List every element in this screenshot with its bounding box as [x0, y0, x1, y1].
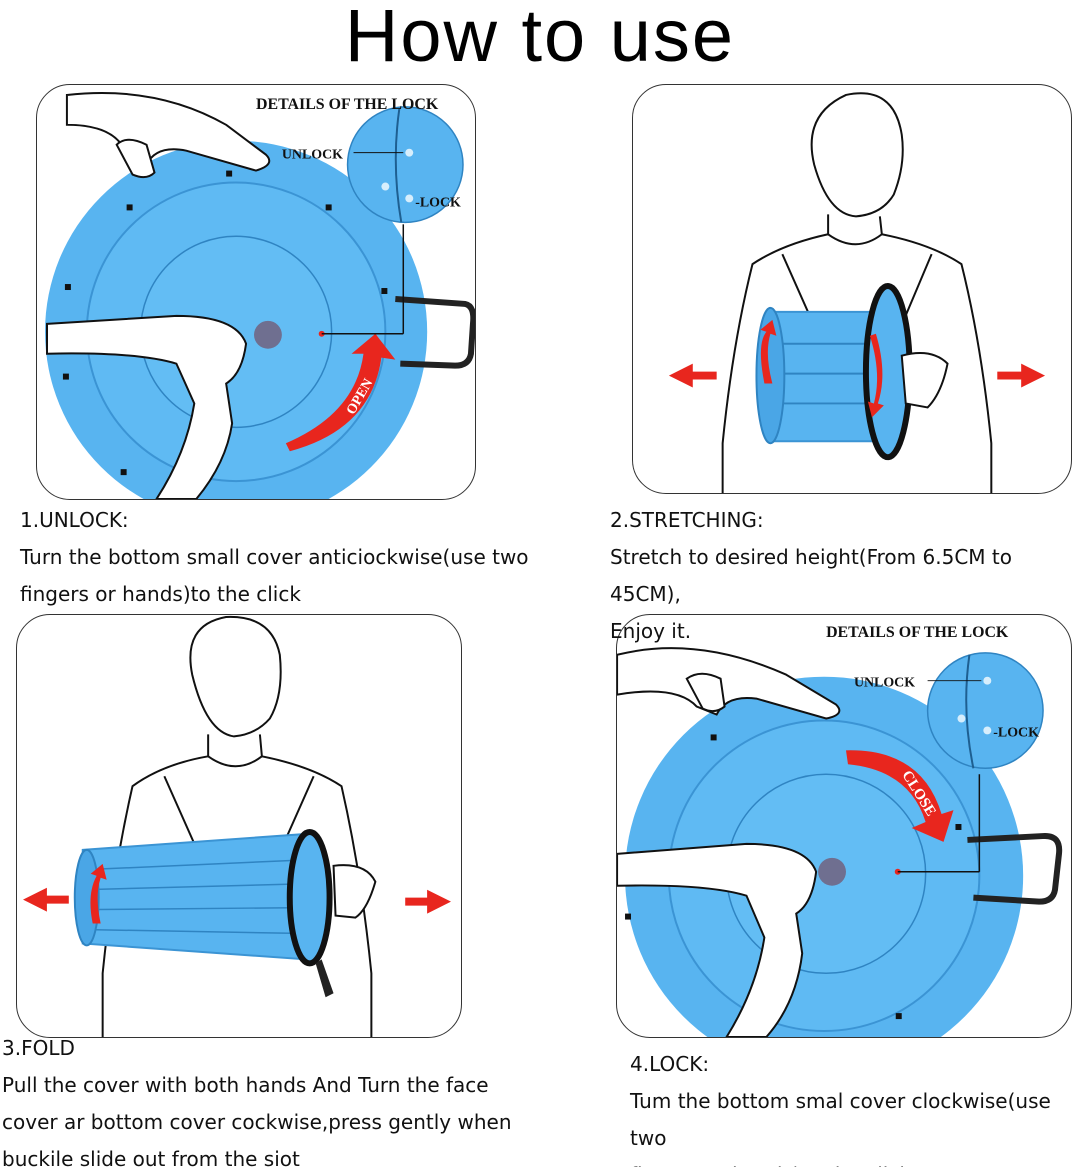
- left-arrow: [23, 887, 69, 912]
- step-2-heading: 2.STRETCHING:: [610, 508, 764, 532]
- hand-outline: [617, 647, 841, 720]
- lock-detail-zoom: [926, 652, 1044, 770]
- step-2-caption: 2.STRETCHING: Stretch to desired height(…: [610, 502, 1080, 650]
- unlock-label: UNLOCK: [854, 676, 915, 691]
- hand-outline: [332, 864, 377, 919]
- right-arrow: [997, 363, 1046, 388]
- step-1-line-1: Turn the bottom small cover anticiockwis…: [20, 545, 529, 569]
- lock-details-title: DETAILS OF THE LOCK: [256, 96, 439, 113]
- right-arrow: [405, 889, 451, 914]
- step-4-heading: 4.LOCK:: [630, 1052, 710, 1076]
- unlock-label: UNLOCK: [282, 148, 343, 163]
- step-4-line-1: Tum the bottom smal cover clockwise(use …: [630, 1089, 1051, 1150]
- lock-illustration: CLOSE DETAILS OF THE LOCK UNLOCK -LOCK: [617, 624, 1063, 1037]
- lock-detail-zoom: [346, 106, 464, 224]
- stool-handle: [967, 832, 1063, 905]
- step-3-caption: 3.FOLD Pull the cover with both hands An…: [2, 1030, 562, 1167]
- page-title: How to use: [344, 0, 736, 77]
- lock-label: -LOCK: [993, 725, 1039, 740]
- step-3-heading: 3.FOLD: [2, 1036, 75, 1060]
- step-4-illustration: CLOSE DETAILS OF THE LOCK UNLOCK -LOCK: [616, 614, 1072, 1038]
- hand-turning-outline: [46, 314, 248, 499]
- close-arrow: [845, 750, 954, 842]
- step-1-caption: 1.UNLOCK: Turn the bottom small cover an…: [20, 502, 600, 613]
- left-arrow: [668, 363, 717, 388]
- open-arrow: [285, 333, 396, 452]
- step-4-line-2: fingers or hands)to the click: [630, 1157, 1080, 1167]
- stretching-illustration: [668, 92, 1046, 493]
- step-3-line-3: buckile slide out from the siot: [2, 1147, 300, 1167]
- hand-outline: [65, 92, 271, 172]
- unlock-illustration: OPEN DETAILS OF THE LOCK UNLOCK -LOCK: [45, 92, 475, 499]
- step-2-line-2: Enjoy it.: [610, 619, 692, 643]
- step-1-illustration: OPEN DETAILS OF THE LOCK UNLOCK -LOCK: [36, 84, 476, 500]
- stool-lid: [286, 828, 333, 967]
- hand-outline: [900, 352, 949, 409]
- fold-illustration: [23, 615, 451, 1037]
- stool-handle: [395, 295, 475, 369]
- step-2-illustration: [632, 84, 1072, 494]
- hand-turning-outline: [617, 842, 818, 1037]
- person-head: [810, 92, 904, 218]
- lock-label: -LOCK: [415, 195, 461, 210]
- person-head: [189, 615, 282, 738]
- step-3-line-1: Pull the cover with both hands And Turn …: [2, 1073, 489, 1097]
- lock-details-title: DETAILS OF THE LOCK: [826, 624, 1009, 641]
- step-4-caption: 4.LOCK: Tum the bottom smal cover clockw…: [630, 1046, 1080, 1167]
- stool-body: [81, 832, 307, 961]
- step-1-heading: 1.UNLOCK:: [20, 508, 129, 532]
- step-3-illustration: [16, 614, 462, 1038]
- step-2-line-1: Stretch to desired height(From 6.5CM to …: [610, 545, 1012, 606]
- step-3-line-2: cover ar bottom cover cockwise,press gen…: [2, 1110, 512, 1134]
- step-1-line-2: fingers or hands)to the click: [20, 582, 301, 606]
